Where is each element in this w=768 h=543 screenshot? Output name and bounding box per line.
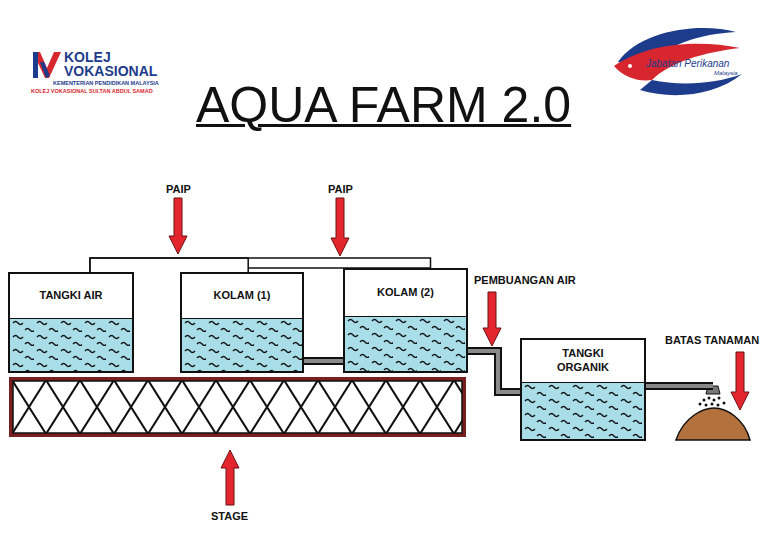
text-area: TANGKI AIR <box>10 274 132 318</box>
tank-box: KOLAM (2) <box>343 268 468 373</box>
irrigation-pipe <box>645 386 713 387</box>
label: PAIP <box>328 183 353 195</box>
water-waves <box>10 318 132 371</box>
callout-arrows <box>169 198 749 505</box>
text-area: TANGKI ORGANIK <box>522 340 644 382</box>
stage <box>9 377 466 437</box>
text-area: KOLAM (2) <box>345 270 466 316</box>
tank-label: TANGKI ORGANIK <box>548 347 618 375</box>
text-area: KOLAM (1) <box>182 274 302 318</box>
water-waves <box>182 318 302 371</box>
tank-label: KOLAM (1) <box>214 289 271 303</box>
water-waves <box>345 316 466 371</box>
tank-label: TANGKI AIR <box>40 289 103 303</box>
label: PEMBUANGAN AIR <box>474 274 576 286</box>
perikanan-logo <box>614 28 742 95</box>
water-waves <box>522 382 644 439</box>
label: PAIP <box>166 183 191 195</box>
label: KEMENTERIAN PENDIDIKAN MALAYSIA <box>53 80 159 86</box>
label: KOLEJ VOKASIONAL <box>64 50 154 78</box>
tank-box: KOLAM (1) <box>180 272 304 373</box>
label: Malaysia <box>714 70 738 76</box>
label: KOLEJ VOKASIONAL SULTAN ABDUL SAMAD <box>31 88 153 94</box>
tank-box: TANGKI AIR <box>8 272 134 373</box>
water-pipe <box>304 361 343 362</box>
label: STAGE <box>211 510 248 522</box>
water-pipe <box>468 351 520 392</box>
label: BATAS TANAMAN <box>665 334 759 346</box>
tank-box: TANGKI ORGANIK <box>520 338 646 441</box>
label: Jabatan Perikanan <box>646 58 729 69</box>
tank-label: KOLAM (2) <box>377 286 434 300</box>
title: AQUA FARM 2.0 <box>196 76 571 134</box>
pipe-line <box>90 258 248 272</box>
